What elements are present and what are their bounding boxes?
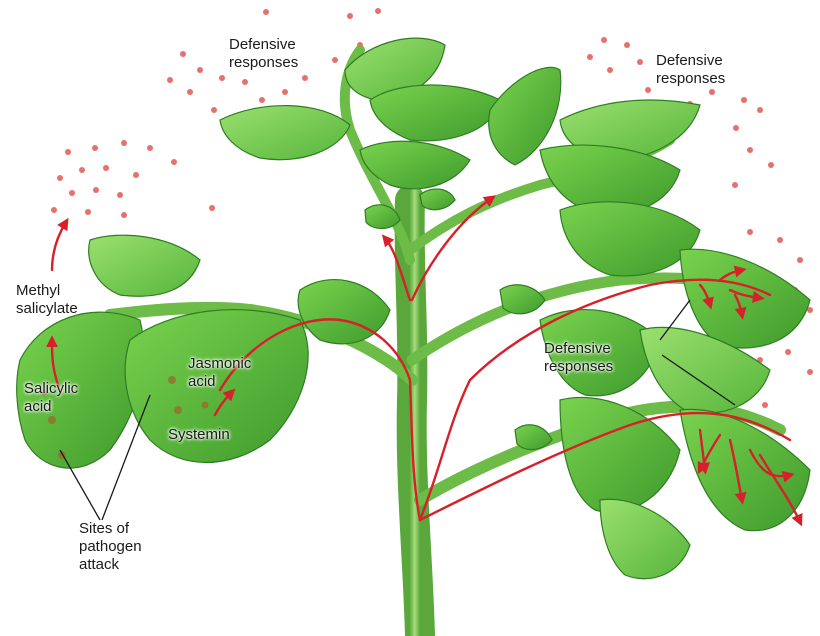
label-systemin: Systemin [168,426,230,444]
label-methyl-salicylate: Methyl salicylate [16,282,78,318]
label-sites-of-pathogen-attack: Sites of pathogen attack [79,520,142,574]
label-defensive-responses-top-right: Defensive responses [656,52,725,88]
label-salicylic-acid: Salicylic acid [24,380,78,416]
label-defensive-responses-middle-right: Defensive responses [544,340,613,376]
label-jasmonic-acid: Jasmonic acid [188,355,251,391]
label-defensive-responses-top-left: Defensive responses [229,36,298,72]
